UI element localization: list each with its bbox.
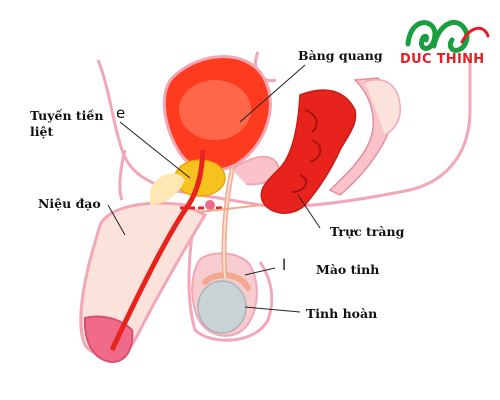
leader-urethra [107,204,126,236]
label-prostate-line2: liệt [30,124,54,139]
rectum-folds [291,109,322,193]
label-prostate-line1: Tuyến tiền [30,108,104,123]
perineum [199,204,263,213]
urethra [109,149,206,352]
label-bladder: Bàng quang [298,48,383,63]
seminal-vesicle [231,155,280,186]
marker-e: e [116,104,126,122]
label-testis: Tinh hoàn [306,306,378,321]
anus [205,200,215,210]
testis [197,280,247,334]
sacrum [364,79,402,136]
label-rectum: Trực tràng [330,224,405,239]
leader-prostate [119,121,191,179]
logo-text: DUC THINH [400,52,485,67]
leader-rectum [297,194,321,229]
body-outline-lower [187,209,274,342]
label-epididymis: Mào tinh [316,262,380,277]
bladder-highlight [179,80,251,140]
leader-epididymis [244,267,276,276]
marker-l: l [282,256,287,274]
body-outline-leg [118,149,127,201]
leader-testis [244,306,301,313]
duc-thinh-logo-icon [405,20,490,53]
leader-bladder [239,64,306,123]
label-urethra: Niệu đạo [38,196,101,211]
prostate-shadow [150,173,185,205]
